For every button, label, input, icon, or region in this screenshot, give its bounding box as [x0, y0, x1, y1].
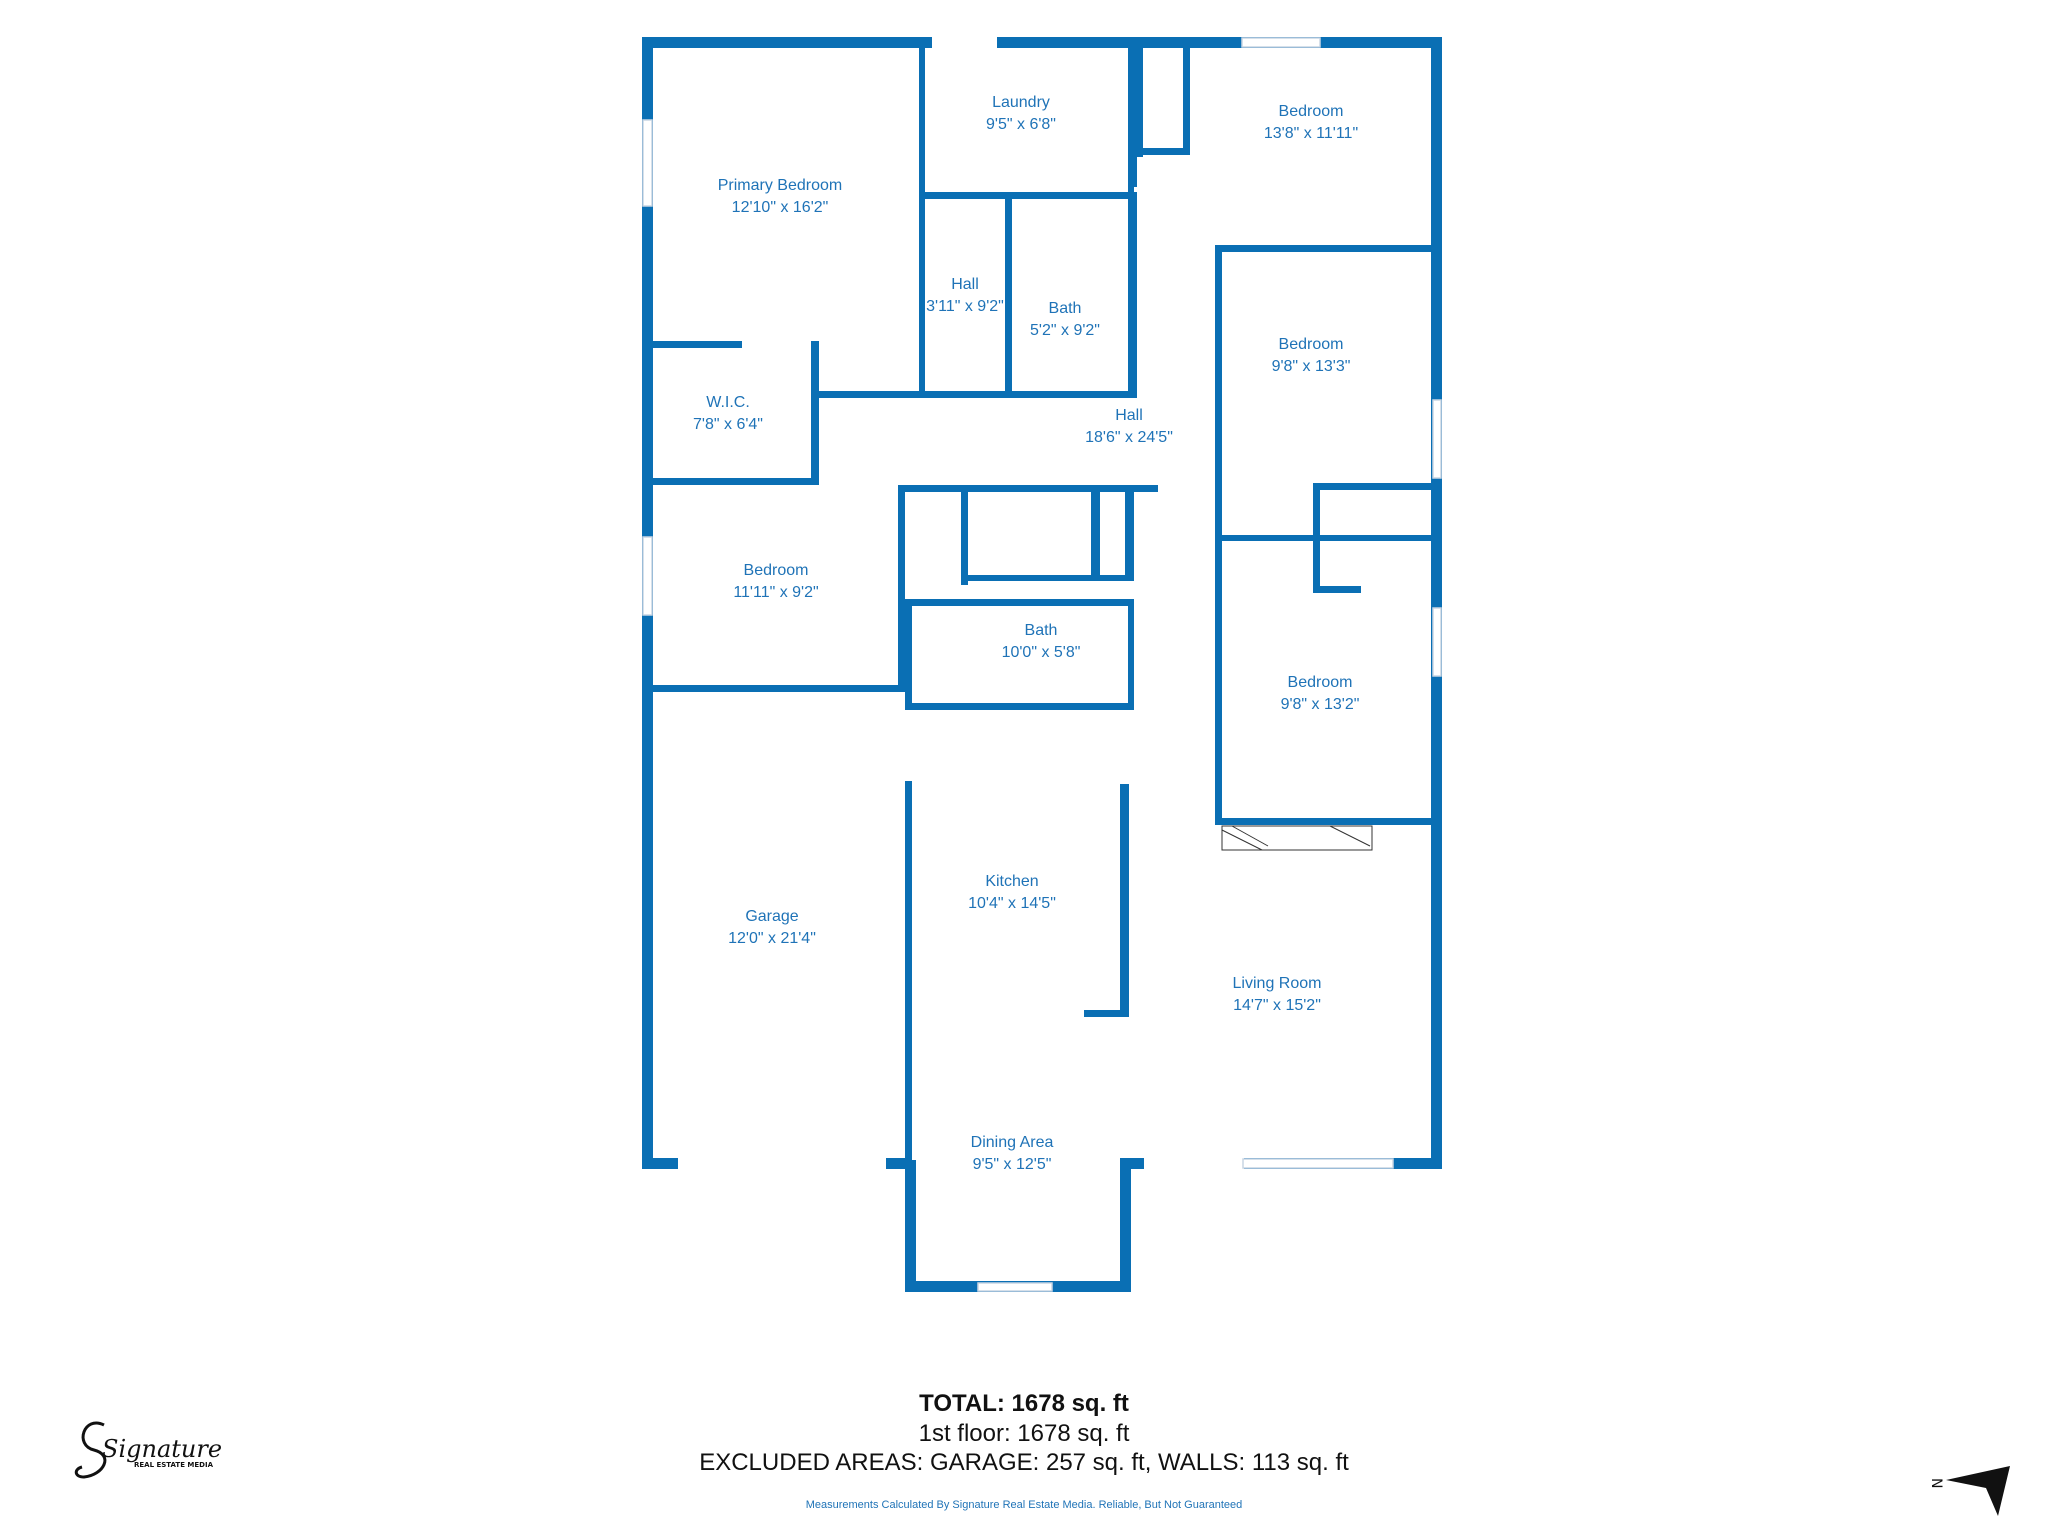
room-dims: 5'2" x 9'2" — [1030, 322, 1100, 339]
total-area: TOTAL: 1678 sq. ft — [919, 1390, 1129, 1417]
room-dims: 9'8" x 13'2" — [1281, 696, 1360, 713]
room-name: Bedroom — [1288, 674, 1353, 691]
room-name: Dining Area — [971, 1134, 1054, 1151]
logo-script: Signature — [102, 1435, 222, 1463]
fireplace — [1221, 825, 1373, 851]
room-labels: Primary Bedroom 12'10" x 16'2" Laundry 9… — [693, 94, 1359, 1173]
room-dims: 10'4" x 14'5" — [968, 895, 1056, 912]
room-name: Living Room — [1233, 975, 1322, 992]
room-dims: 3'11" x 9'2" — [926, 298, 1004, 315]
room-dims: 10'0" x 5'8" — [1002, 644, 1081, 661]
logo-subtitle: REAL ESTATE MEDIA — [134, 1461, 214, 1469]
room-name: Bath — [1049, 300, 1082, 317]
excluded-areas: EXCLUDED AREAS: GARAGE: 257 sq. ft, WALL… — [699, 1449, 1349, 1476]
compass-label: N — [1928, 1478, 1944, 1488]
room-dims: 13'8" x 11'11" — [1264, 125, 1358, 142]
signature-logo: Signature REAL ESTATE MEDIA — [74, 1421, 222, 1479]
room-dims: 18'6" x 24'5" — [1085, 429, 1173, 446]
room-name: Garage — [745, 908, 798, 925]
windows — [642, 37, 1442, 1292]
room-dims: 14'7" x 15'2" — [1233, 997, 1321, 1014]
room-dims: 9'8" x 13'3" — [1272, 358, 1351, 375]
room-name: Primary Bedroom — [718, 177, 842, 194]
room-name: W.I.C. — [706, 394, 750, 411]
room-name: Hall — [951, 276, 979, 293]
room-dims: 12'10" x 16'2" — [732, 199, 829, 216]
room-name: Bedroom — [1279, 336, 1344, 353]
floor-area: 1st floor: 1678 sq. ft — [918, 1420, 1130, 1447]
room-name: Hall — [1115, 407, 1143, 424]
room-dims: 7'8" x 6'4" — [693, 416, 763, 433]
disclaimer: Measurements Calculated By Signature Rea… — [805, 1499, 1243, 1511]
room-name: Bath — [1025, 622, 1058, 639]
north-arrow-icon: N — [1928, 1466, 2010, 1516]
room-dims: 9'5" x 12'5" — [973, 1156, 1052, 1173]
room-dims: 12'0" x 21'4" — [728, 930, 816, 947]
room-dims: 11'11" x 9'2" — [733, 584, 818, 601]
room-name: Kitchen — [985, 873, 1038, 890]
room-dims: 9'5" x 6'8" — [986, 116, 1056, 133]
room-name: Bedroom — [744, 562, 809, 579]
walls — [642, 37, 1442, 1292]
room-name: Bedroom — [1279, 103, 1344, 120]
room-name: Laundry — [992, 94, 1050, 111]
